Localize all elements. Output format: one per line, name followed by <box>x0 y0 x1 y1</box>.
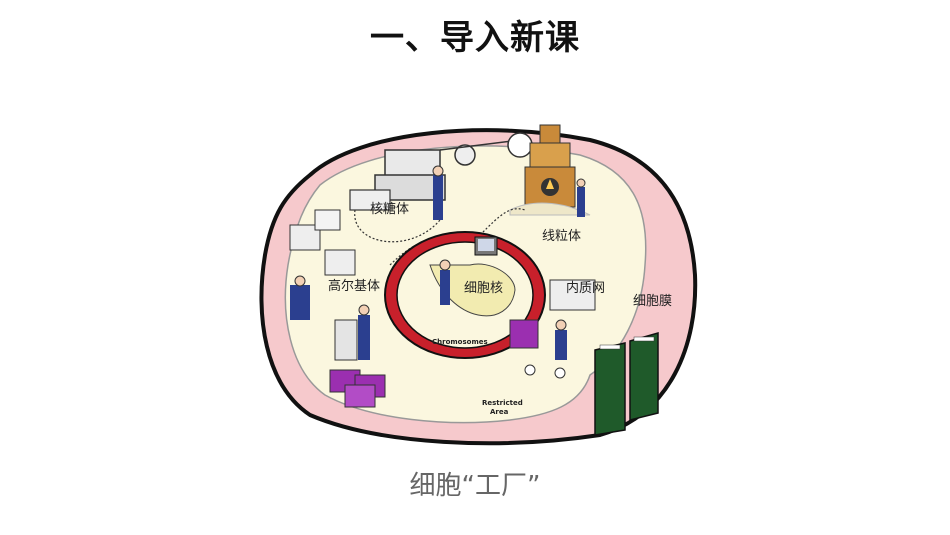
endoplasmic-reticulum <box>509 279 596 379</box>
purple-sacks <box>329 369 386 408</box>
label-mitochondria: 线粒体 <box>542 229 581 244</box>
label-er: 内质网 <box>566 280 605 296</box>
label-nucleus: 细胞核 <box>464 281 503 296</box>
mitochondria-furnace <box>509 124 591 217</box>
label-restricted: Restricted <box>482 399 523 407</box>
label-chromosomes: Chromosomes <box>432 338 488 346</box>
membrane-doors <box>594 332 659 436</box>
label-membrane: 细胞膜 <box>633 294 672 309</box>
ribosome-machine <box>349 132 533 220</box>
label-area: Area <box>490 408 509 416</box>
label-golgi: 高尔基体 <box>328 278 380 294</box>
cell-factory-illustration: 核糖体 线粒体 高尔基体 细胞核 内质网 细胞膜 Chromosomes Res… <box>259 124 698 446</box>
golgi-boxes <box>289 209 370 361</box>
slide-title: 一、导入新课 <box>370 18 580 58</box>
nucleus <box>384 231 546 359</box>
label-ribosome: 核糖体 <box>370 201 409 217</box>
figure-caption: 细胞“工厂” <box>409 471 541 501</box>
